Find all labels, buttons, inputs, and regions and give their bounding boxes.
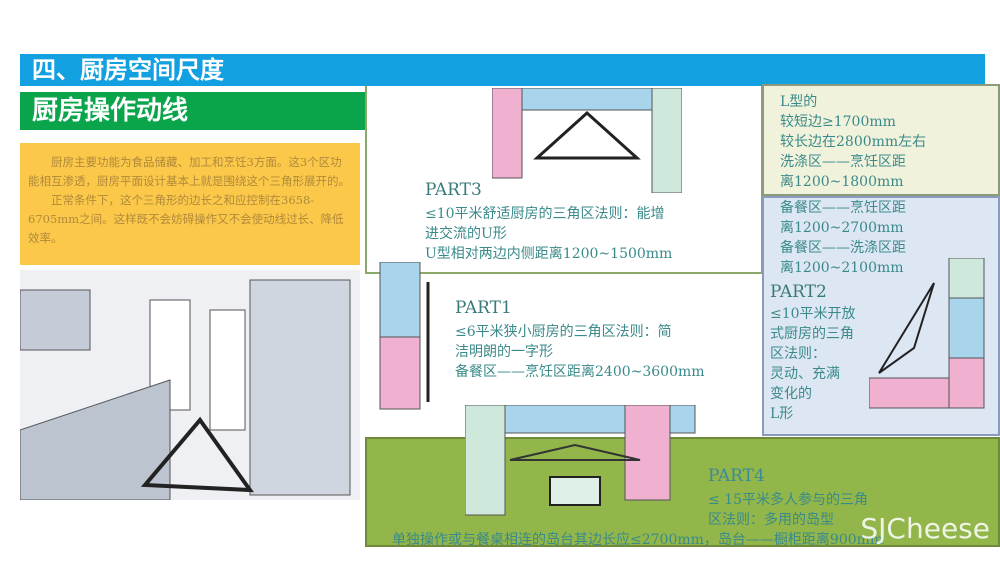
part2-line: 式厨房的三角 <box>770 326 854 342</box>
part2-line: L形 <box>770 406 794 422</box>
l-kitchen-plan <box>869 258 985 409</box>
watermark: SJCheese <box>860 512 990 545</box>
u-kitchen-plan <box>492 88 682 193</box>
l-type-line: 离1200~2700mm <box>780 220 904 236</box>
linear-kitchen-plan <box>379 262 430 410</box>
part2-line: 变化的 <box>770 386 812 402</box>
part3-line: ≤10平米舒适厨房的三角区法则：能增 <box>425 206 665 222</box>
part4-line: 区法则：多用的岛型 <box>708 512 834 528</box>
part1-line: 洁明朗的一字形 <box>455 344 553 360</box>
l-type-line: 备餐区——洗涤区距 <box>780 240 906 256</box>
l-type-line: 较短边≥1700mm <box>780 114 896 130</box>
l-type-line: 较长边在2800mm左右 <box>780 134 927 150</box>
part1-line: ≤6平米狭小厨房的三角区法则：简 <box>455 324 672 340</box>
l-type-line: L型的 <box>780 94 818 110</box>
part3-line: 进交流的U形 <box>425 226 507 242</box>
part4-line: ≤ 15平米多人参与的三角 <box>708 492 868 508</box>
part2-line: ≤10平米开放 <box>770 306 856 322</box>
part2-line: 灵动、充满 <box>770 366 840 382</box>
part1-line: 备餐区——烹饪区距离2400~3600mm <box>455 364 705 380</box>
kitchen-illustration <box>20 270 360 500</box>
part2-title: PART2 <box>770 282 827 302</box>
part4-footer: 单独操作或与餐桌相连的岛台其边长应≤2700mm，岛台——橱柜距离900mm <box>392 532 884 548</box>
island-kitchen-plan <box>465 405 696 516</box>
l-type-line: 离1200~2100mm <box>780 260 904 276</box>
l-type-panel: L型的 较短边≥1700mm 较长边在2800mm左右 洗涤区——烹饪区距 离1… <box>762 84 1000 196</box>
intro-paragraph: 厨房主要功能为食品储藏、加工和烹饪3方面。这3个区功能相互渗透，厨房平面设计基本… <box>28 155 350 188</box>
intro-paragraph: 正常条件下，这个三角形的边长之和应控制在3658-6705mm之间。这样既不会妨… <box>28 193 344 245</box>
intro-box: 厨房主要功能为食品储藏、加工和烹饪3方面。这3个区功能相互渗透，厨房平面设计基本… <box>20 143 360 265</box>
l-type-line: 离1200~1800mm <box>780 174 904 190</box>
l-type-line: 备餐区——烹饪区距 <box>780 200 906 216</box>
part2-panel: 备餐区——烹饪区距 离1200~2700mm 备餐区——洗涤区距 离1200~2… <box>762 196 1000 436</box>
part3-panel: PART3 ≤10平米舒适厨房的三角区法则：能增 进交流的U形 U型相对两边内侧… <box>365 86 763 274</box>
l-type-line: 洗涤区——烹饪区距 <box>780 154 906 170</box>
part4-title: PART4 <box>708 466 765 486</box>
part1-title: PART1 <box>455 298 512 318</box>
part2-line: 区法则： <box>770 346 826 362</box>
part3-title: PART3 <box>425 180 482 200</box>
section-title: 四、厨房空间尺度 <box>20 54 985 86</box>
part3-line: U型相对两边内侧距离1200~1500mm <box>425 246 673 262</box>
